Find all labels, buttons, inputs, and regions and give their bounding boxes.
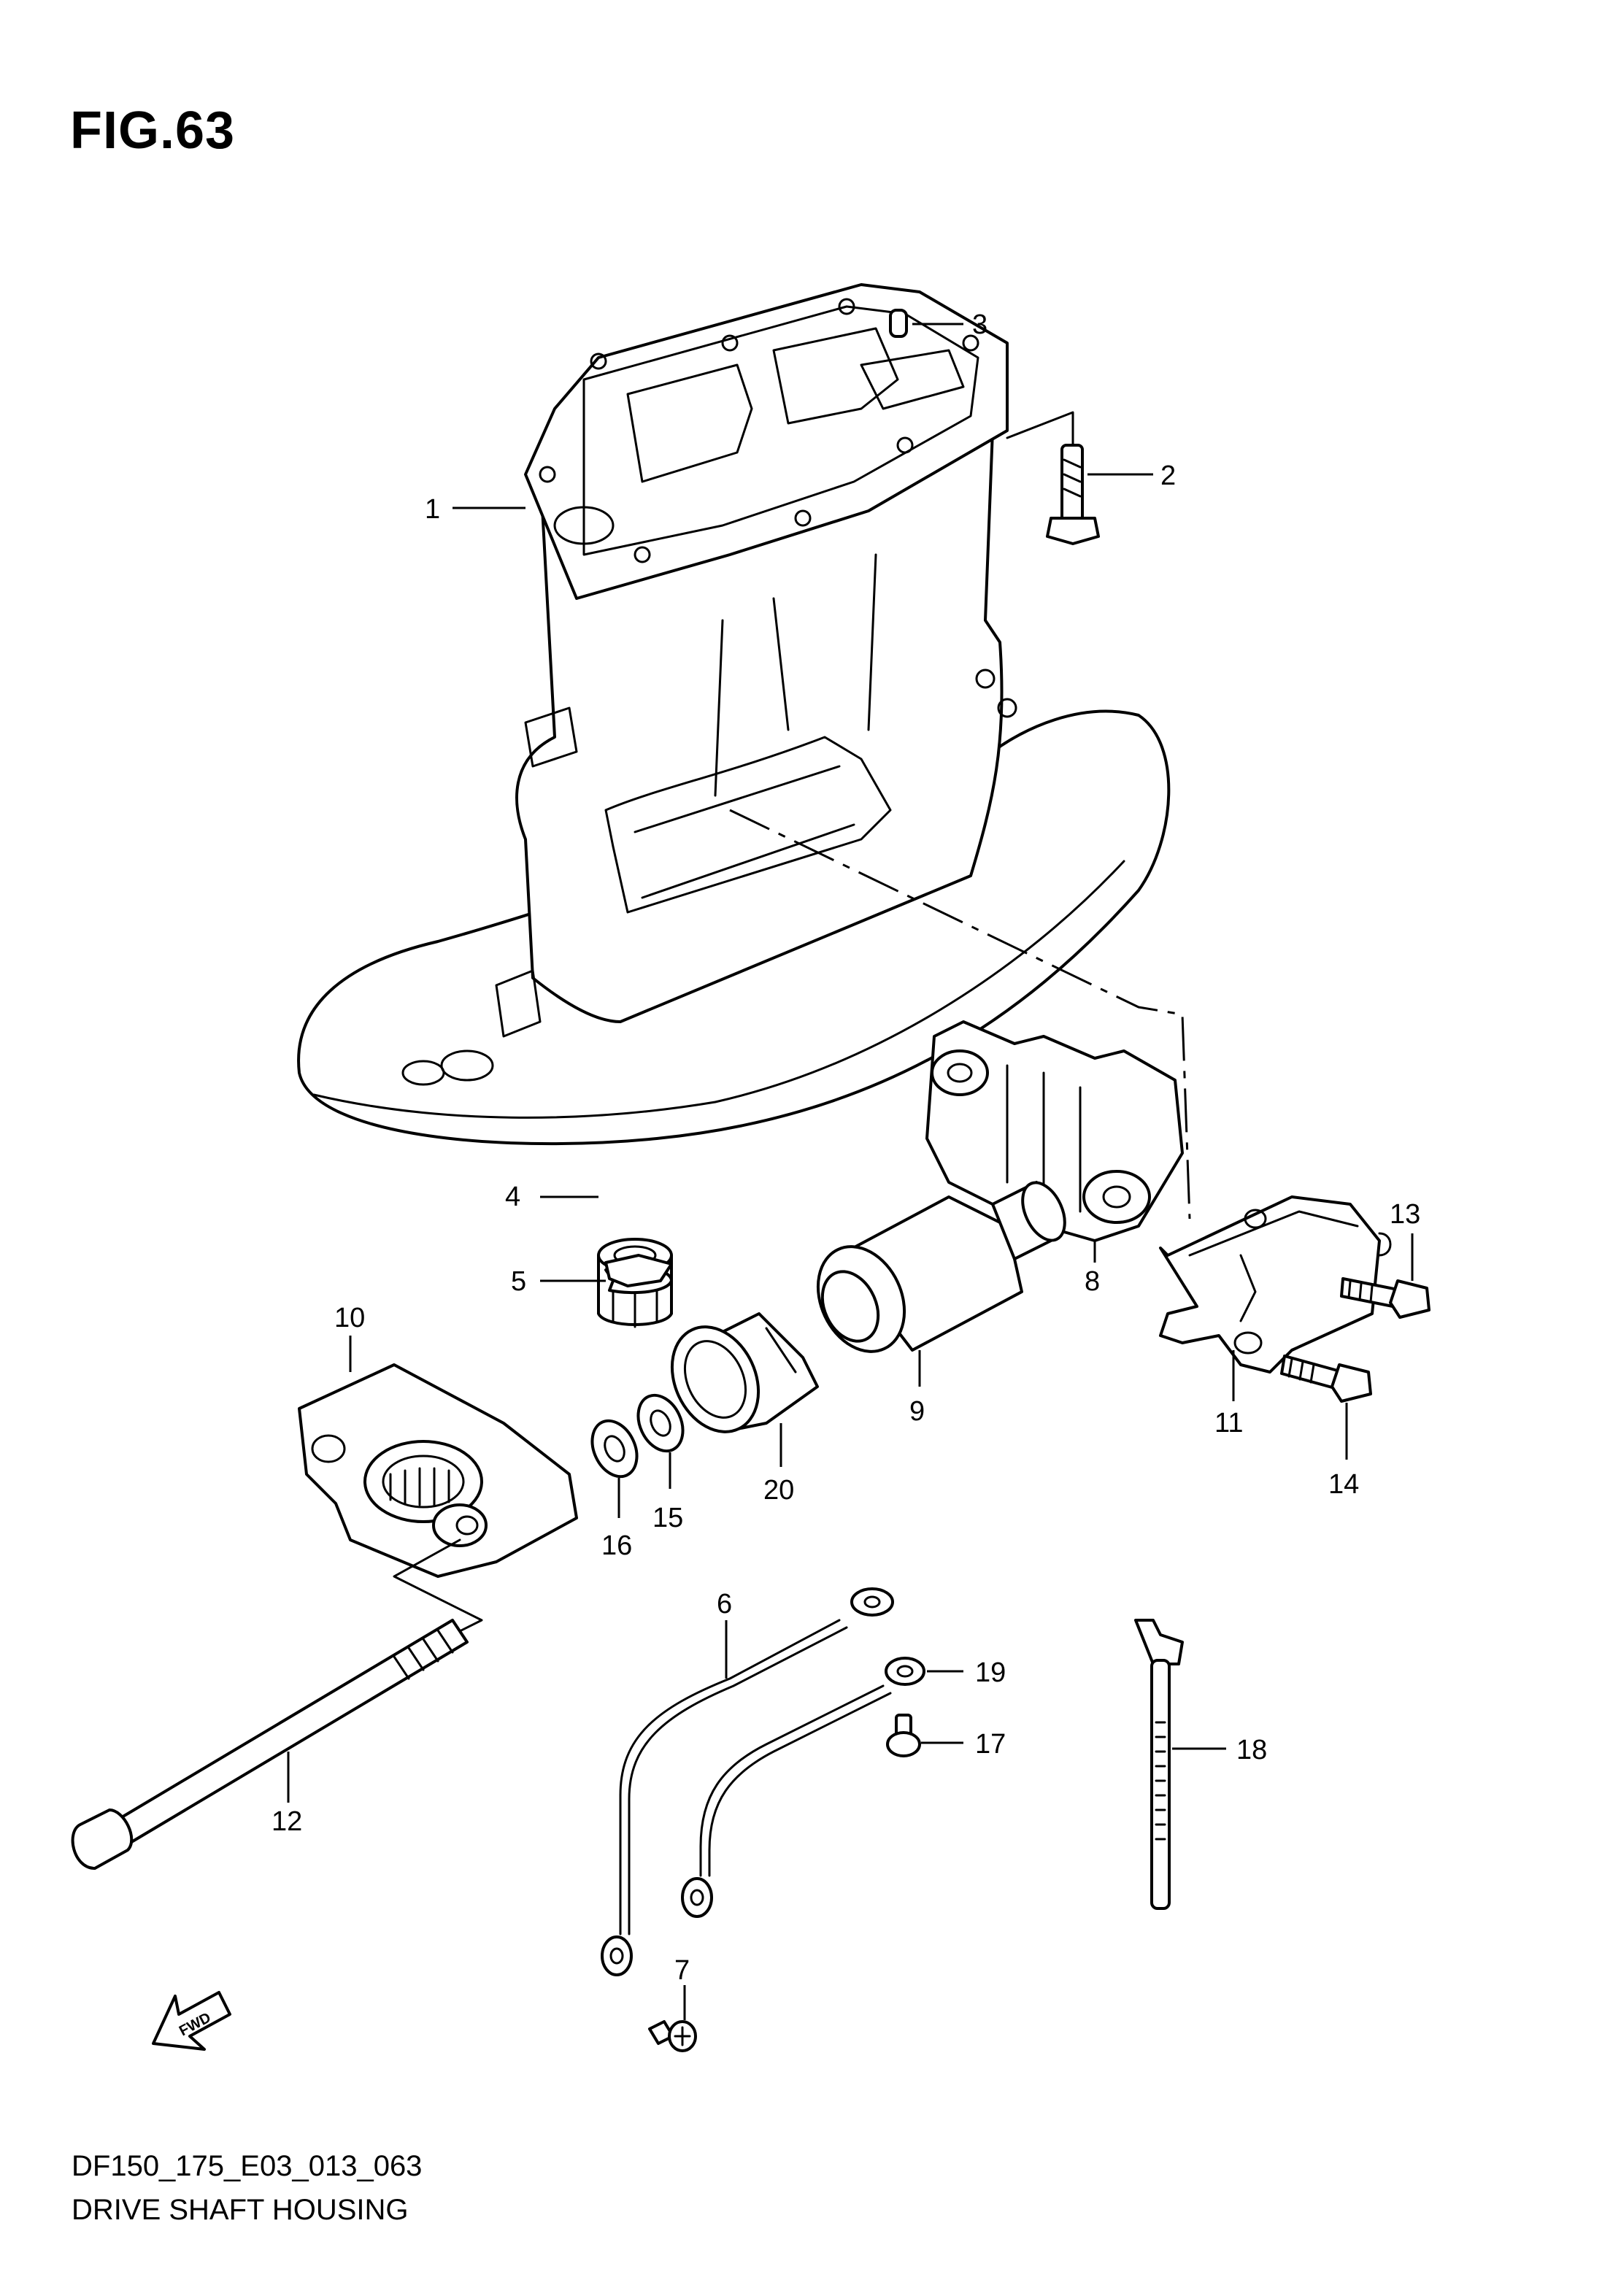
callout-8: 8 [1085, 1266, 1100, 1297]
long-bolt-12: 12 [71, 1538, 483, 1870]
ground-wire-6: 6 [601, 1587, 894, 1976]
rubber-mount-8: 8 [925, 1020, 1184, 1297]
callout-7: 7 [674, 1955, 690, 1986]
cable-tie-18: 18 [1134, 1619, 1267, 1910]
mount-bracket-11: 11 [1159, 1195, 1392, 1438]
callout-18: 18 [1236, 1735, 1267, 1765]
callout-20: 20 [763, 1475, 794, 1506]
callout-4: 4 [505, 1182, 520, 1212]
callout-3: 3 [972, 309, 987, 340]
nut-4: 4 [505, 1182, 673, 1328]
washer-16: 16 [590, 1419, 639, 1561]
callout-15: 15 [652, 1503, 683, 1533]
bolt-13: 13 [1340, 1199, 1431, 1319]
dowel-pin: 3 [889, 309, 987, 340]
callout-5: 5 [511, 1266, 526, 1297]
bushing-20: 20 [670, 1312, 819, 1506]
callout-11: 11 [1214, 1408, 1243, 1438]
callout-12: 12 [272, 1806, 302, 1837]
figure-name: DRIVE SHAFT HOUSING [72, 2194, 409, 2226]
forward-direction-arrow: FWD [152, 1991, 231, 2051]
clip-5: 5 [511, 1254, 673, 1297]
bolt-2: 2 [1006, 411, 1176, 545]
bolt-14: 14 [1280, 1355, 1372, 1500]
alignment-line [729, 809, 1191, 1220]
washer-15: 15 [636, 1393, 685, 1533]
callout-17: 17 [975, 1729, 1006, 1760]
callout-10: 10 [334, 1303, 365, 1333]
screw-17: 17 [886, 1714, 1006, 1760]
callout-1: 1 [425, 494, 440, 525]
callout-16: 16 [601, 1530, 632, 1561]
callout-13: 13 [1390, 1199, 1420, 1230]
callout-9: 9 [909, 1396, 925, 1427]
figure-title: FIG.63 [70, 101, 236, 160]
clamp-10: 10 [298, 1303, 578, 1578]
callout-19: 19 [975, 1657, 1006, 1688]
screw-7: 7 [648, 1955, 697, 2052]
callout-6: 6 [717, 1589, 732, 1619]
figure-code: DF150_175_E03_013_063 [72, 2150, 423, 2182]
mount-cylinder-9: 9 [816, 1181, 1066, 1427]
ground-wire-19: 19 [681, 1657, 1006, 1918]
callout-14: 14 [1328, 1469, 1359, 1500]
callout-2: 2 [1160, 461, 1176, 491]
drive-shaft-housing [297, 283, 1171, 1146]
